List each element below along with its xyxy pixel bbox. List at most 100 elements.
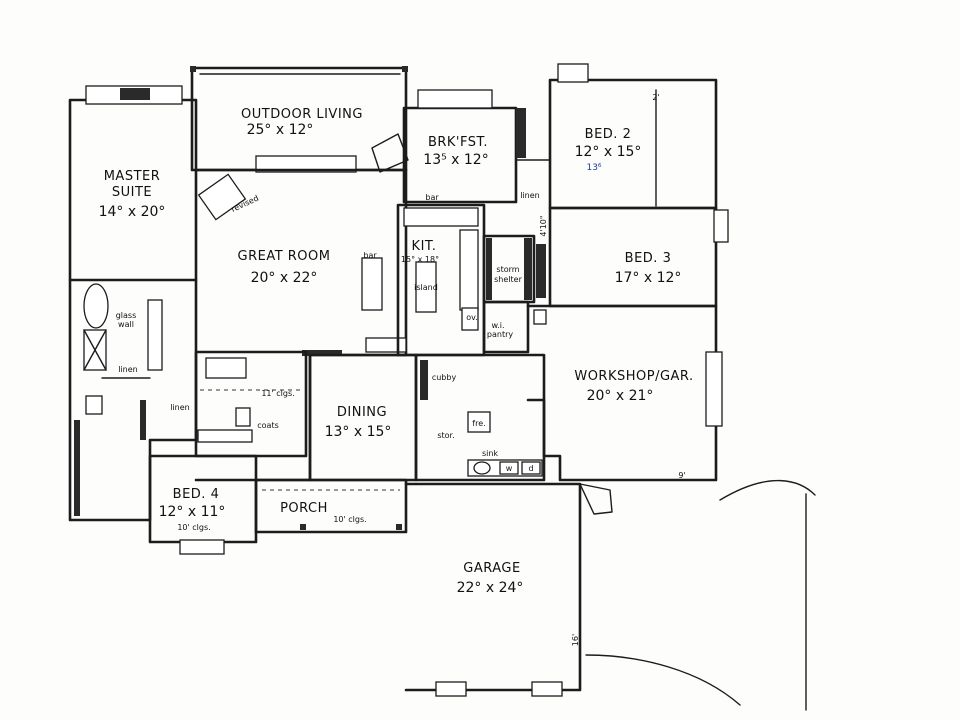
linen-hatch xyxy=(516,108,526,158)
master-suite-label-1: MASTER xyxy=(104,169,161,184)
dim-9-label: 9' xyxy=(678,471,685,480)
bed2-window xyxy=(557,63,589,83)
brkfst-label: BRK'FST. xyxy=(428,135,488,150)
garage-window xyxy=(531,681,563,697)
porch-ceiling-note: 10' clgs. xyxy=(333,515,366,524)
brkfst-window xyxy=(417,89,493,109)
garage-dims: 22° x 24° xyxy=(457,580,524,596)
pantry-walls xyxy=(482,300,530,354)
garage-entry xyxy=(579,483,613,515)
bar-counter xyxy=(361,257,383,311)
bed4-window xyxy=(179,539,225,555)
bay-door-icon xyxy=(371,133,409,173)
shower-mark xyxy=(83,329,107,371)
coats-label: coats xyxy=(257,421,279,430)
water-heater-icon xyxy=(533,309,547,325)
storm-shelter-label-1: storm xyxy=(496,265,519,274)
post-icon xyxy=(396,524,402,530)
master-suite-dims: 14° x 20° xyxy=(99,204,166,220)
hall-tub-icon xyxy=(205,357,247,379)
hall-toilet-icon xyxy=(235,407,251,427)
mud-room-walls xyxy=(414,353,546,482)
island-label: island xyxy=(414,283,438,292)
upper-bar-counter xyxy=(403,207,479,227)
washer-label: w xyxy=(506,464,513,473)
toilet-icon xyxy=(85,395,103,415)
oven-icon xyxy=(461,307,479,331)
brkfst-dims: 13⁵ x 12° xyxy=(423,152,488,168)
pantry-label-2: pantry xyxy=(487,330,513,339)
great-room-dims: 20° x 22° xyxy=(251,270,318,286)
shelter-wall-hatch xyxy=(524,238,532,300)
dim-16-label: 16' xyxy=(571,634,580,646)
workshop-window xyxy=(705,351,723,427)
outdoor-living-dims: 25° x 12° xyxy=(247,122,314,138)
master-suite-label-2: SUITE xyxy=(112,185,152,200)
linen-master-label: linen xyxy=(118,365,138,374)
great-room-label: GREAT ROOM xyxy=(238,249,331,264)
dining-label: DINING xyxy=(337,405,387,420)
fireplace-icon xyxy=(120,88,150,100)
garage-label: GARAGE xyxy=(463,561,520,576)
dining-buffet xyxy=(365,337,407,353)
oven-label: ov. xyxy=(466,313,478,322)
post-icon xyxy=(300,524,306,530)
outdoor-window xyxy=(255,155,357,173)
island-icon xyxy=(415,261,437,313)
cubby-hatch xyxy=(420,360,428,400)
stor-label: stor. xyxy=(437,431,454,440)
bar-top-label: bar xyxy=(425,193,439,202)
garage-walls xyxy=(404,482,582,692)
dining-dims: 13° x 15° xyxy=(325,424,392,440)
ceiling-11-label: 11' clgs. xyxy=(261,389,294,398)
cubby-label: cubby xyxy=(432,373,457,382)
tub-icon xyxy=(83,283,109,329)
bed2-revised-dim: 13⁶ xyxy=(586,163,601,173)
bed3-dims: 17° x 12° xyxy=(615,270,682,286)
driveway-curve xyxy=(719,479,816,501)
freezer-label: fre. xyxy=(472,419,485,428)
bed3-label: BED. 3 xyxy=(625,251,672,266)
storm-shelter-label-2: shelter xyxy=(494,275,522,284)
kitchen-label: KIT. xyxy=(412,239,437,254)
glass-wall-label-1: glass xyxy=(116,311,137,320)
column-icon xyxy=(302,350,342,356)
closet-hatch xyxy=(74,420,80,516)
washer-icon xyxy=(499,461,519,475)
workshop-label: WORKSHOP/GAR. xyxy=(574,369,693,384)
bed4-ceiling-note: 10' clgs. xyxy=(177,523,210,532)
outdoor-living-label: OUTDOOR LIVING xyxy=(241,107,363,122)
dim-2-label: 2' xyxy=(652,93,659,102)
freezer-icon xyxy=(467,411,491,433)
dryer-icon xyxy=(521,461,541,475)
bed3-closet-hatch xyxy=(536,244,546,298)
post-icon xyxy=(402,66,408,72)
vanity-icon xyxy=(147,299,163,371)
linen-bed-label: linen xyxy=(520,191,540,200)
shelter-wall-hatch xyxy=(486,238,492,300)
sink-label: sink xyxy=(482,449,498,458)
bar-island-label: bar xyxy=(363,251,377,260)
garage-window xyxy=(435,681,467,697)
pantry-label-1: w.i. xyxy=(491,321,504,330)
dryer-label: d xyxy=(528,464,533,473)
porch-walls xyxy=(254,478,408,534)
glass-wall-label-2: wall xyxy=(118,320,134,329)
sink-icon xyxy=(473,461,491,475)
bed2-label: BED. 2 xyxy=(585,127,632,142)
bed4-label: BED. 4 xyxy=(173,487,220,502)
bed2-dims: 12° x 15° xyxy=(575,144,642,160)
dim-4-10-label: 4'10" xyxy=(539,215,548,236)
closet-hatch xyxy=(140,400,146,440)
hall-vanity-icon xyxy=(197,429,253,443)
bed3-window xyxy=(713,209,729,243)
workshop-dims: 20° x 21° xyxy=(587,388,654,404)
linen-hall-label: linen xyxy=(170,403,190,412)
bed4-dims: 12° x 11° xyxy=(159,504,226,520)
range-counter xyxy=(459,229,479,311)
post-icon xyxy=(190,66,196,72)
corner-fireplace-icon xyxy=(197,173,247,221)
driveway-curve xyxy=(585,654,741,706)
